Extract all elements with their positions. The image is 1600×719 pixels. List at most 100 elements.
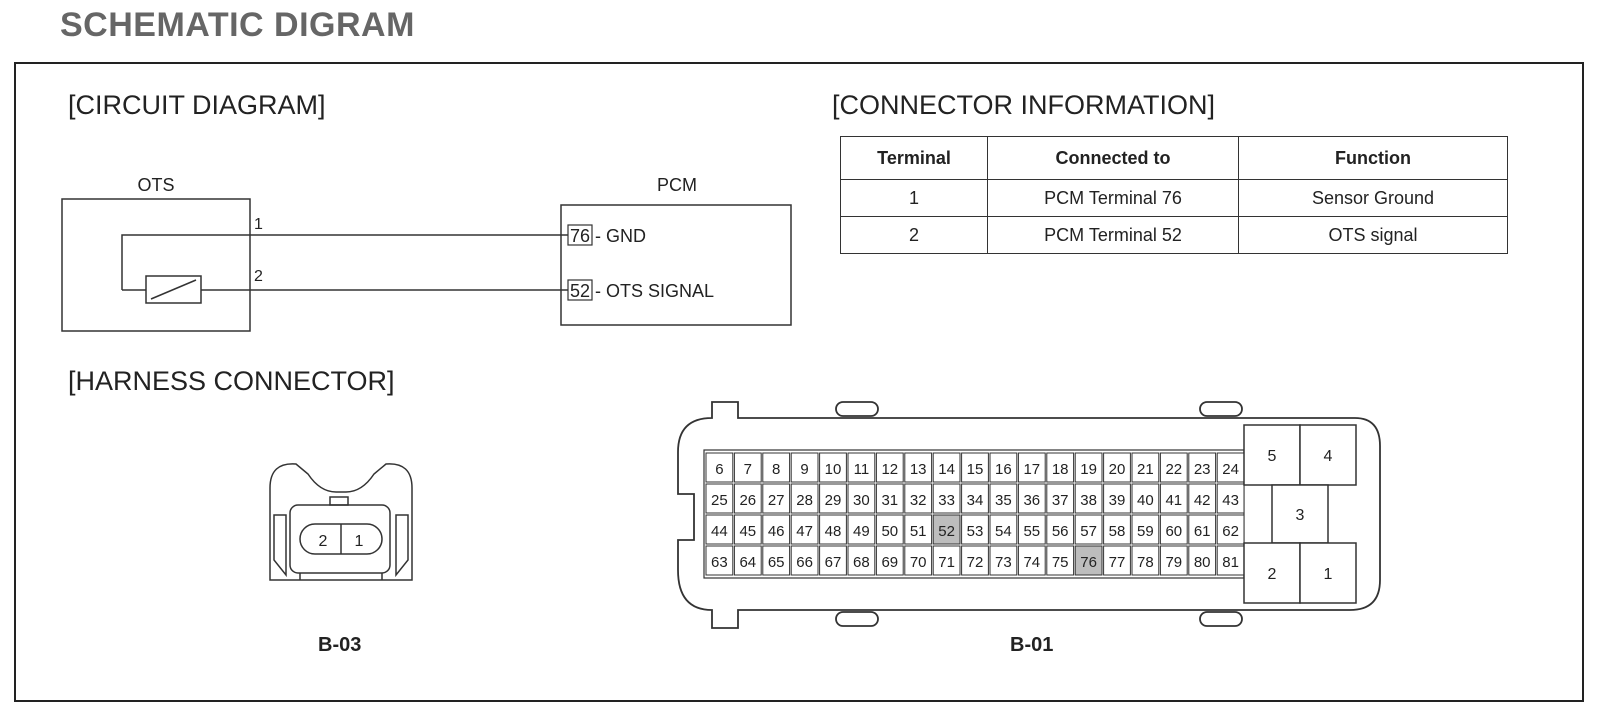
b01-pin-label: 42 xyxy=(1194,492,1211,509)
b01-pin-label: 53 xyxy=(967,523,984,540)
harness-connector-heading: [HARNESS CONNECTOR] xyxy=(68,366,395,396)
b01-housing xyxy=(677,401,1381,629)
b01-pin-label: 37 xyxy=(1052,492,1069,509)
b01-pin-label: 52 xyxy=(938,523,955,540)
b01-pin-label: 50 xyxy=(881,523,898,540)
b03-right-guide xyxy=(395,514,409,578)
b01-pin-cell xyxy=(989,514,1018,545)
page-title: SCHEMATIC DIGRAM xyxy=(60,6,415,44)
b01-pin-cell xyxy=(733,452,762,483)
diagram-frame xyxy=(14,62,1584,702)
b01-pin-label: 69 xyxy=(881,554,898,571)
b01-pin-label: 19 xyxy=(1080,461,1097,478)
b01-pin-label: 22 xyxy=(1165,461,1182,478)
b01-pin-cell xyxy=(1017,452,1046,483)
b01-pin-cell xyxy=(1188,452,1217,483)
b01-pin-label: 30 xyxy=(853,492,870,509)
b01-pin-label: 80 xyxy=(1194,554,1211,571)
b01-pin-cell xyxy=(819,545,847,576)
b01-pin-cell xyxy=(762,545,791,576)
b01-signal-block xyxy=(703,449,1245,579)
b01-pin-label: 33 xyxy=(938,492,955,509)
wire-1-pin-label: 1 xyxy=(254,216,263,233)
b01-pin-cell xyxy=(875,514,904,545)
b01-pin-cell xyxy=(733,514,762,545)
b01-pin-label: 12 xyxy=(881,461,898,478)
b01-power-pin-label: 5 xyxy=(1268,448,1277,465)
pcm-pin-76-box xyxy=(567,224,593,246)
b01-pin-cell xyxy=(819,483,847,514)
b03-connector xyxy=(269,463,413,581)
b01-pin-label: 67 xyxy=(825,554,842,571)
b01-pin-cell xyxy=(705,514,734,545)
pcm-pin-76-label: 76 - GND xyxy=(570,226,646,246)
b01-pin-label: 72 xyxy=(967,554,984,571)
b01-pin-cell xyxy=(932,452,961,483)
b01-pin-cell xyxy=(932,483,961,514)
b01-pin-label: 76 xyxy=(1080,554,1097,571)
b01-pin-cell xyxy=(904,483,933,514)
b01-pin-cell xyxy=(1103,483,1131,514)
ots-label: OTS xyxy=(137,175,174,195)
cell-terminal: 2 xyxy=(840,216,988,254)
table-row: 1 PCM Terminal 76 Sensor Ground xyxy=(840,179,1508,217)
b01-pin-label: 41 xyxy=(1165,492,1182,509)
b01-pin-label: 71 xyxy=(938,554,955,571)
b01-pin-label: 6 xyxy=(715,461,723,478)
b01-pin-cell xyxy=(961,514,989,545)
pcm-box xyxy=(560,204,792,326)
b01-pin-cell xyxy=(1103,545,1131,576)
b01-tab xyxy=(1199,611,1243,627)
b01-pin-cell xyxy=(705,483,734,514)
b03-housing xyxy=(269,463,413,581)
b01-pin-label: 25 xyxy=(711,492,728,509)
b01-pin-cell xyxy=(1017,545,1046,576)
b01-pin-cell xyxy=(1017,514,1046,545)
b01-pin-cell xyxy=(875,452,904,483)
b01-pin-label: 36 xyxy=(1023,492,1040,509)
b01-pin-label: 40 xyxy=(1137,492,1154,509)
b01-pin-cell xyxy=(1216,545,1245,576)
b01-pin-label: 15 xyxy=(967,461,984,478)
b01-pin-label: 14 xyxy=(938,461,955,478)
b01-pin-label: 7 xyxy=(744,461,752,478)
b01-pin-label: 24 xyxy=(1222,461,1239,478)
b01-pin-cell xyxy=(1103,514,1131,545)
b01-pin-cell xyxy=(762,452,791,483)
b01-pin-label: 47 xyxy=(796,523,813,540)
b01-pin-cell xyxy=(733,483,762,514)
b01-pin-cell xyxy=(790,514,819,545)
b03-latch xyxy=(329,496,349,506)
connector-information-heading: [CONNECTOR INFORMATION] xyxy=(832,90,1215,120)
b01-pin-cell xyxy=(1046,483,1075,514)
b01-pin-label: 56 xyxy=(1052,523,1069,540)
b01-pin-cell xyxy=(1103,452,1131,483)
b01-power-pin-cell xyxy=(1243,424,1301,486)
b01-pin-cell xyxy=(705,452,734,483)
b01-pin-cell xyxy=(790,452,819,483)
b01-pin-label: 16 xyxy=(995,461,1012,478)
b01-pin-label: 8 xyxy=(772,461,780,478)
b01-pin-label: 65 xyxy=(768,554,785,571)
b01-pin-label: 54 xyxy=(995,523,1012,540)
b01-pin-cell xyxy=(762,514,791,545)
b01-pin-label: 45 xyxy=(739,523,756,540)
b03-caption: B-03 xyxy=(318,634,362,656)
b01-pin-label: 63 xyxy=(711,554,728,571)
b01-pin-label: 35 xyxy=(995,492,1012,509)
b01-pin-cell xyxy=(904,545,933,576)
b01-power-pin-label: 2 xyxy=(1268,566,1277,583)
b01-pin-cell xyxy=(1131,483,1160,514)
b01-pin-label: 29 xyxy=(825,492,842,509)
b01-pin-label: 58 xyxy=(1109,523,1126,540)
b01-pin-cell xyxy=(762,483,791,514)
b01-pin-cell xyxy=(847,452,876,483)
b01-pin-cell xyxy=(989,452,1018,483)
b01-pin-label: 64 xyxy=(739,554,756,571)
b01-pin-cell xyxy=(847,545,876,576)
b01-pin-label: 26 xyxy=(739,492,756,509)
b01-pin-label: 79 xyxy=(1165,554,1182,571)
b01-pin-label: 75 xyxy=(1052,554,1069,571)
table-header-row: Terminal Connected to Function xyxy=(840,136,1508,180)
